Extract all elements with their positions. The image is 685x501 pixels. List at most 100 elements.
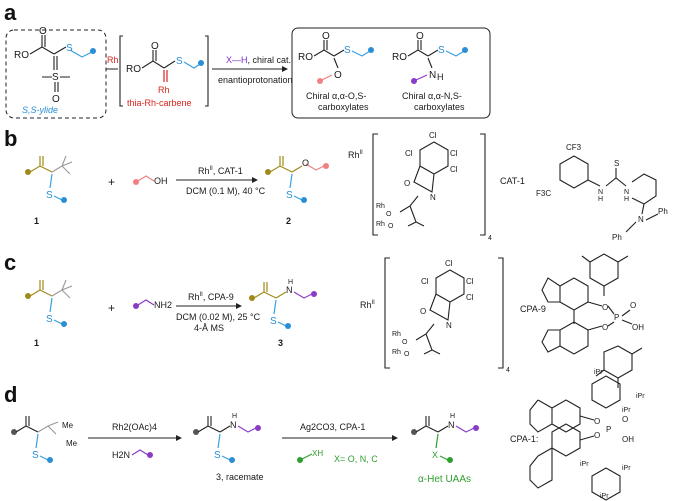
c-starting-ylide: S — [25, 279, 73, 327]
svg-text:iPr: iPr — [622, 407, 631, 414]
svg-text:O: O — [39, 26, 47, 37]
svg-text:S: S — [52, 72, 59, 83]
panel-label-d: d — [4, 382, 17, 407]
svg-text:S: S — [66, 43, 73, 54]
svg-text:RO: RO — [126, 64, 141, 75]
svg-text:N: N — [429, 70, 436, 81]
svg-text:Cl: Cl — [466, 277, 474, 286]
panel-label-a: a — [4, 0, 17, 25]
svg-text:O: O — [322, 31, 330, 42]
svg-text:RO: RO — [298, 52, 313, 63]
svg-text:OH: OH — [632, 323, 644, 332]
svg-text:Cl: Cl — [450, 149, 458, 158]
svg-text:H: H — [232, 413, 237, 420]
d-racemate-label: 3, racemate — [216, 472, 264, 482]
svg-text:O: O — [622, 415, 628, 424]
enantioprotonation-label: enantioprotonation — [218, 75, 293, 85]
svg-text:iPr: iPr — [636, 393, 645, 400]
svg-text:Me: Me — [66, 439, 78, 448]
svg-text:O: O — [388, 223, 394, 230]
svg-text:O: O — [52, 94, 60, 105]
d-reagent-1: Rh2(OAc)4 — [112, 422, 157, 432]
c-conditions-3: 4-Å MS — [194, 323, 224, 333]
svg-text:Rh: Rh — [376, 221, 385, 228]
svg-text:Ph: Ph — [612, 233, 622, 242]
svg-text:O: O — [404, 179, 410, 188]
d-cat-name: CPA-1: — [510, 434, 538, 444]
c-cat-name: CPA-9 — [520, 304, 546, 314]
c-plus: + — [108, 301, 115, 315]
panel-label-b: b — [4, 126, 17, 151]
b-rh-catalyst-label: RhII — [348, 150, 363, 160]
svg-text:iPr: iPr — [594, 369, 603, 376]
svg-text:N: N — [286, 285, 293, 295]
svg-text:S: S — [438, 45, 445, 56]
svg-text:NH2: NH2 — [154, 300, 172, 310]
c-product: N H S — [249, 279, 317, 329]
svg-text:H: H — [450, 413, 455, 420]
svg-text:S: S — [614, 159, 619, 168]
carbene-bracket-left — [119, 35, 123, 107]
svg-text:XH: XH — [312, 449, 323, 458]
d-nucleophile: XH — [297, 449, 323, 463]
svg-text:O: O — [594, 417, 600, 426]
b-alcohol: OH — [133, 175, 168, 186]
svg-text:iPr: iPr — [580, 461, 589, 468]
c-cat-structure: O O P O OH — [541, 253, 644, 388]
svg-text:N: N — [598, 189, 603, 196]
b-plus: + — [108, 175, 115, 189]
d-amine: H2N — [112, 449, 153, 460]
rh-label: Rh — [107, 55, 119, 65]
svg-text:O: O — [151, 41, 159, 52]
b-bracket-right — [480, 133, 486, 236]
product-os: RO O S O — [298, 31, 374, 84]
d-cat-structure: O O P O OH iPr iPr iPr iPr iPr iPr — [529, 369, 645, 501]
svg-text:N: N — [448, 420, 455, 430]
d-racemate: N H S — [193, 413, 261, 463]
b-starting-ylide: S — [25, 155, 73, 203]
b-cat-structure: CF3 F3C N H S N H N Ph Ph — [536, 143, 668, 242]
c-phthalimide: Cl Cl Cl Cl O N O Rh Rh O — [392, 259, 474, 358]
b-conditions-1: RhII, CAT-1 — [198, 166, 243, 176]
d-x-options: X= O, N, C — [334, 454, 378, 464]
svg-text:Ph: Ph — [658, 207, 668, 216]
svg-text:O: O — [386, 211, 392, 218]
carbene-structure: RO O S Rh — [126, 41, 204, 95]
svg-text:N: N — [430, 193, 436, 202]
svg-text:Cl: Cl — [450, 165, 458, 174]
product-os-caption-1: Chiral α,α-O,S- — [306, 91, 366, 101]
c-compound-3: 3 — [278, 338, 283, 348]
b-product: O S — [265, 156, 329, 203]
svg-text:Cl: Cl — [466, 293, 474, 302]
svg-text:N: N — [446, 321, 452, 330]
reagent-label: X—H, chiral cat. — [226, 55, 291, 65]
c-bracket-sub: 4 — [506, 367, 510, 374]
svg-text:H: H — [437, 72, 444, 82]
b-conditions-2: DCM (0.1 M), 40 °C — [186, 186, 266, 196]
svg-text:Cl: Cl — [429, 131, 437, 140]
ylide-box — [5, 29, 107, 119]
svg-text:S: S — [46, 314, 53, 325]
svg-text:H: H — [598, 196, 603, 203]
svg-text:Cl: Cl — [421, 277, 429, 286]
svg-text:F3C: F3C — [536, 189, 551, 198]
c-bracket-right — [498, 257, 504, 369]
svg-text:RO: RO — [392, 52, 407, 63]
carbene-bracket-right — [205, 35, 209, 107]
svg-text:Cl: Cl — [405, 149, 413, 158]
b-compound-2: 2 — [286, 216, 291, 226]
d-starting-ylide: Me Me S — [11, 416, 78, 463]
d-reagent-2: Ag2CO3, CPA-1 — [300, 422, 365, 432]
d-product-caption: α-Het UAAs — [418, 474, 471, 485]
products-box — [291, 27, 491, 119]
svg-text:X: X — [432, 450, 438, 460]
svg-text:S: S — [270, 316, 277, 327]
svg-text:S: S — [214, 450, 221, 461]
svg-text:N: N — [638, 215, 644, 224]
svg-text:P: P — [614, 313, 619, 322]
c-compound-1: 1 — [34, 338, 39, 348]
svg-text:Rh: Rh — [158, 85, 170, 95]
product-ns-caption-2: carboxylates — [414, 102, 465, 112]
product-ns: RO O S N H — [392, 31, 468, 84]
svg-text:S: S — [344, 45, 351, 56]
